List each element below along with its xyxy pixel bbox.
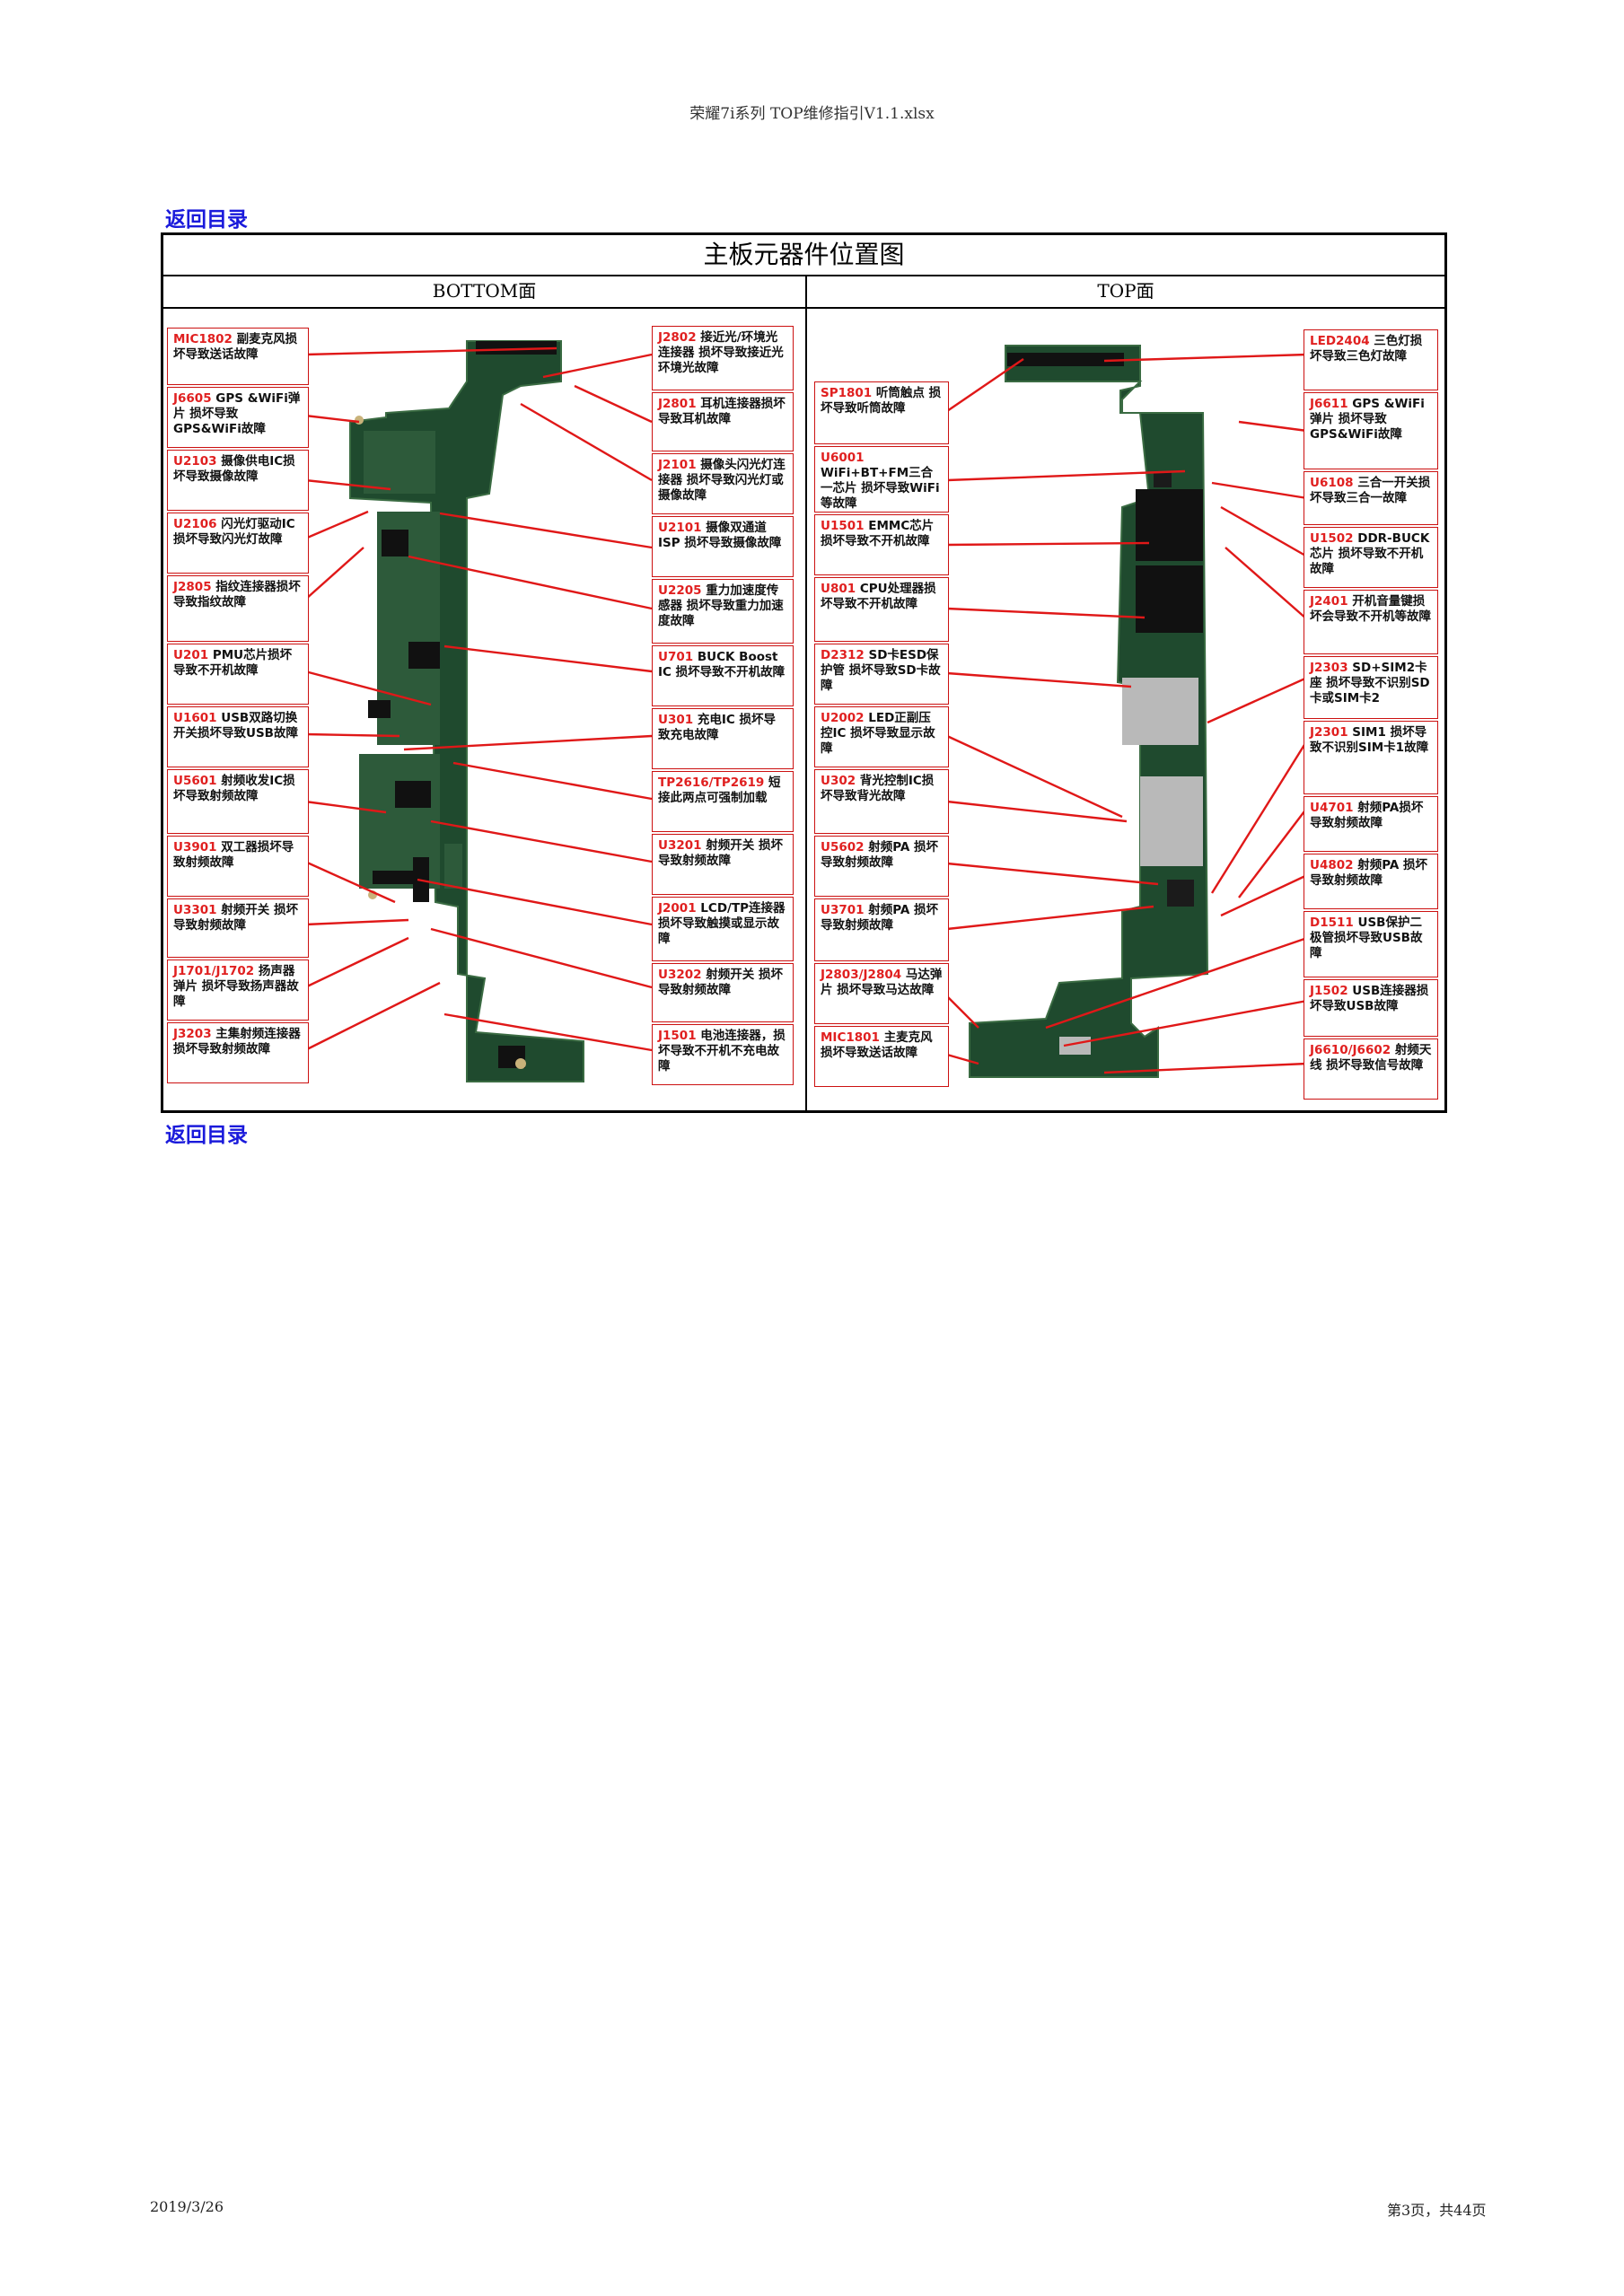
label-u3301: U3301 射频开关 损坏导致射频故障 — [167, 898, 309, 958]
label-u1502: U1502 DDR-BUCK 芯片 损坏导致不开机故障 — [1304, 527, 1438, 588]
label-u301: U301 充电IC 损坏导致充电故障 — [652, 708, 794, 769]
label-u5601: U5601 射频收发IC损坏导致射频故障 — [167, 769, 309, 834]
label-j1501: J1501 电池连接器，损坏导致不开机不充电故障 — [652, 1024, 794, 1085]
label-j2401: J2401 开机音量键损坏会导致不开机等故障 — [1304, 590, 1438, 654]
label-sp1801: SP1801 听筒触点 损坏导致听筒故障 — [814, 381, 949, 444]
label-u3201: U3201 射频开关 损坏导致射频故障 — [652, 834, 794, 895]
label-u1501: U1501 EMMC芯片 损坏导致不开机故障 — [814, 514, 949, 575]
back-to-contents-link-bottom[interactable]: 返回目录 — [165, 1117, 248, 1148]
footer-page-number: 第3页，共44页 — [1387, 2198, 1487, 2220]
label-u5602: U5602 射频PA 损坏导致射频故障 — [814, 836, 949, 897]
label-j6610-j6602: J6610/J6602 射频天线 损坏导致信号故障 — [1304, 1038, 1438, 1100]
label-u2101: U2101 摄像双通道ISP 损坏导致摄像故障 — [652, 516, 794, 577]
label-u3901: U3901 双工器损坏导致射频故障 — [167, 836, 309, 897]
label-j2802: J2802 接近光/环境光连接器 损坏导致接近光环境光故障 — [652, 326, 794, 390]
label-u201: U201 PMU芯片损坏导致不开机故障 — [167, 644, 309, 705]
label-mic1801: MIC1801 主麦克风损坏导致送话故障 — [814, 1026, 949, 1087]
label-u2103: U2103 摄像供电IC损坏导致摄像故障 — [167, 450, 309, 511]
label-u1601: U1601 USB双路切换开关损坏导致USB故障 — [167, 706, 309, 767]
label-j6605: J6605 GPS &WiFi弹片 损坏导致GPS&WiFi故障 — [167, 387, 309, 448]
label-j2803-j2804: J2803/J2804 马达弹片 损坏导致马达故障 — [814, 963, 949, 1024]
label-u4802: U4802 射频PA 损坏导致射频故障 — [1304, 854, 1438, 909]
label-u801: U801 CPU处理器损坏导致不开机故障 — [814, 577, 949, 642]
label-u2002: U2002 LED正副压控IC 损坏导致显示故障 — [814, 706, 949, 767]
label-u2106: U2106 闪光灯驱动IC 损坏导致闪光灯故障 — [167, 513, 309, 574]
label-j3203: J3203 主集射频连接器 损坏导致射频故障 — [167, 1022, 309, 1083]
label-tp2616-tp2619: TP2616/TP2619 短接此两点可强制加载 — [652, 771, 794, 832]
label-j2001: J2001 LCD/TP连接器 损坏导致触摸或显示故障 — [652, 897, 794, 961]
label-j2801: J2801 耳机连接器损坏导致耳机故障 — [652, 392, 794, 451]
label-j2805: J2805 指纹连接器损坏导致指纹故障 — [167, 575, 309, 642]
footer-date: 2019/3/26 — [150, 2198, 224, 2215]
label-u701: U701 BUCK Boost IC 损坏导致不开机故障 — [652, 645, 794, 706]
label-u6108: U6108 三合一开关损坏导致三合一故障 — [1304, 471, 1438, 525]
label-d1511: D1511 USB保护二极管损坏导致USB故障 — [1304, 911, 1438, 977]
label-u4701: U4701 射频PA损坏导致射频故障 — [1304, 796, 1438, 852]
label-j1502: J1502 USB连接器损坏导致USB故障 — [1304, 979, 1438, 1037]
label-u3701: U3701 射频PA 损坏导致射频故障 — [814, 898, 949, 961]
label-u2205: U2205 重力加速度传感器 损坏导致重力加速度故障 — [652, 579, 794, 644]
label-j6611: J6611 GPS &WiFi 弹片 损坏导致GPS&WiFi故障 — [1304, 392, 1438, 469]
label-d2312: D2312 SD卡ESD保护管 损坏导致SD卡故障 — [814, 644, 949, 705]
label-j2301: J2301 SIM1 损坏导致不识别SIM卡1故障 — [1304, 721, 1438, 794]
label-led2404: LED2404 三色灯损坏导致三色灯故障 — [1304, 329, 1438, 390]
label-mic1802: MIC1802 副麦克风损坏导致送话故障 — [167, 328, 309, 385]
label-u3202: U3202 射频开关 损坏导致射频故障 — [652, 963, 794, 1022]
label-u302: U302 背光控制IC损坏导致背光故障 — [814, 769, 949, 834]
label-j2101: J2101 摄像头闪光灯连接器 损坏导致闪光灯或摄像故障 — [652, 453, 794, 514]
label-u6001: U6001 WiFi+BT+FM三合一芯片 损坏导致WiFi等故障 — [814, 446, 949, 513]
label-j2303: J2303 SD+SIM2卡座 损坏导致不识别SD卡或SIM卡2 — [1304, 656, 1438, 719]
label-j1701-j1702: J1701/J1702 扬声器弹片 损坏导致扬声器故障 — [167, 960, 309, 1021]
